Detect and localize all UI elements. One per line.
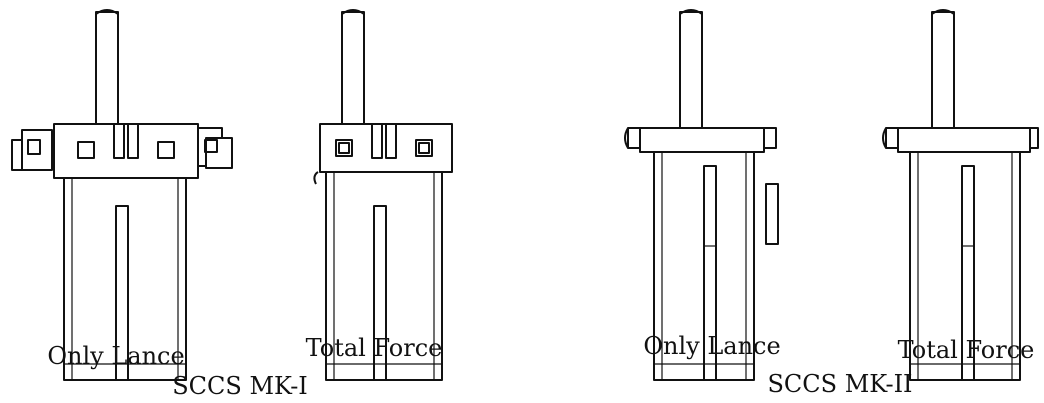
- connector-mk1-only-lance-icon: [11, 9, 233, 381]
- mk2-caption: SCCS MK-II: [767, 370, 913, 398]
- mk1-caption: SCCS MK-I: [172, 372, 308, 400]
- mk1-total-force-label: Total Force: [305, 334, 443, 362]
- connector-mk1-total-force-icon: [313, 9, 453, 381]
- connector-mk2-total-force-icon: [882, 9, 1039, 381]
- mk2-total-force-label: Total Force: [897, 336, 1035, 364]
- mk1-only-lance-label: Only Lance: [47, 342, 185, 370]
- connector-mk2-only-lance-icon: [624, 9, 779, 381]
- mk2-only-lance-label: Only Lance: [643, 332, 781, 360]
